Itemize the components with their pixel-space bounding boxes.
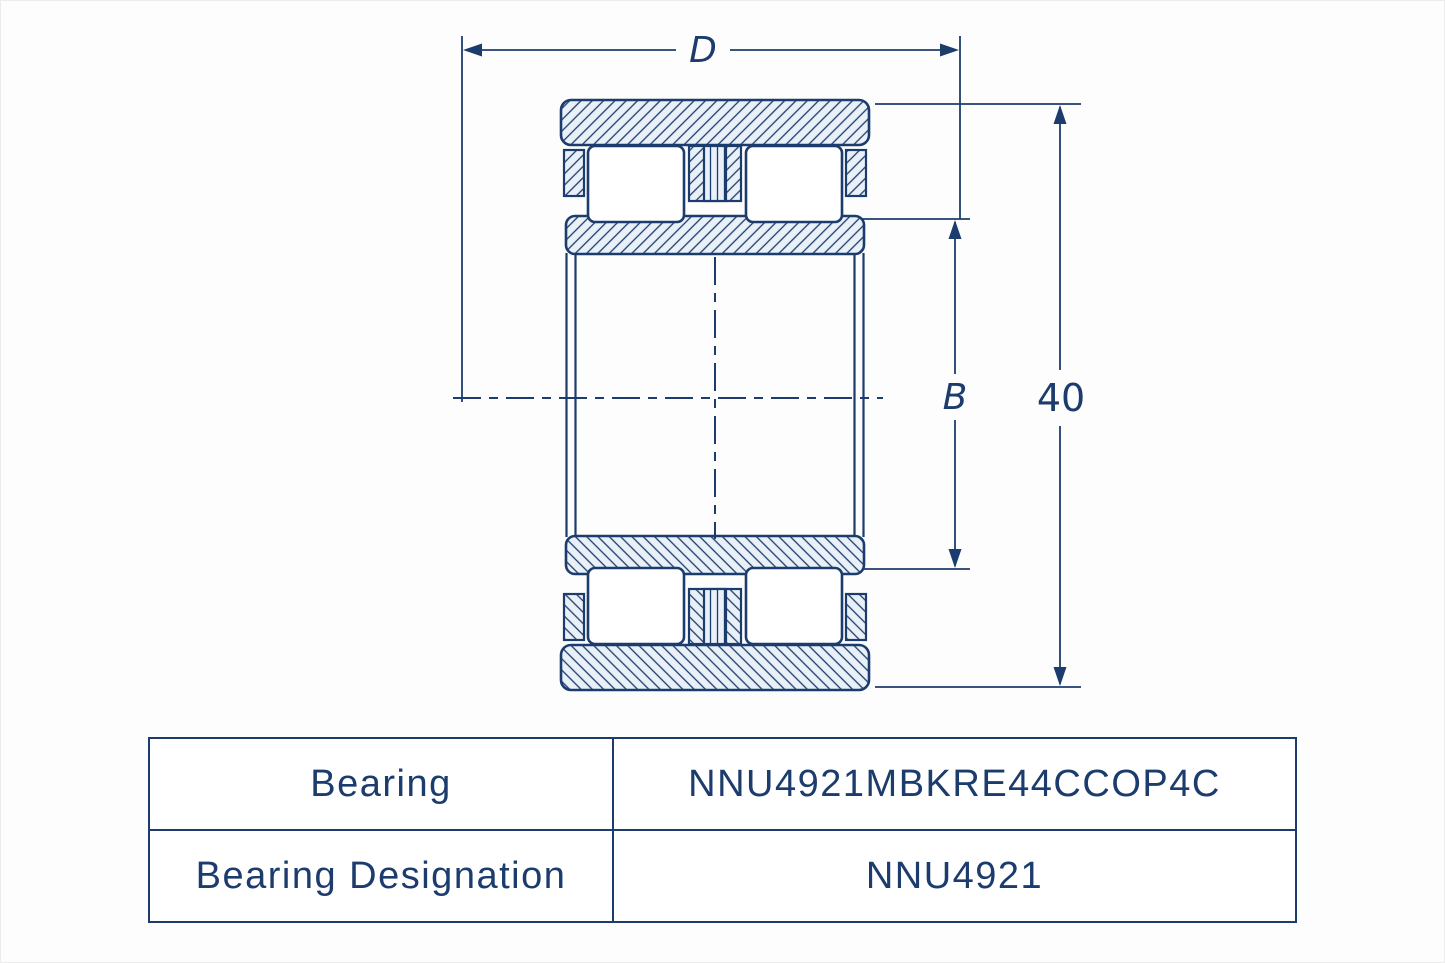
bearing-bottom-half [559,534,871,692]
dim-label-outer-diameter: D [689,30,717,71]
spec-table: Bearing NNU4921MBKRE44CCOP4C Bearing Des… [148,737,1297,923]
dimension-overall-width: 40 [875,103,1085,688]
dim-label-inner-width: B [943,377,968,418]
bearing-designation-label-cell: Bearing Designation [195,854,567,897]
inner-ring-walls [565,253,865,537]
spec-table-row: Bearing NNU4921MBKRE44CCOP4C [150,739,1295,829]
dimension-outer-diameter: D [461,30,961,402]
dim-arrow-up [948,220,962,239]
bearing-label-cell: Bearing [310,762,452,805]
dim-arrow-down [1053,667,1067,686]
dim-label-overall-width: 40 [1037,376,1085,420]
bearing-designation-value-cell: NNU4921 [612,831,1295,921]
dim-arrow-right [940,43,959,57]
spec-table-row: Bearing Designation NNU4921 [150,829,1295,921]
dimension-inner-width: B [862,218,970,570]
dim-arrow-up [1053,105,1067,124]
bearing-value-cell: NNU4921MBKRE44CCOP4C [612,739,1295,829]
dim-arrow-down [948,549,962,568]
dim-arrow-left [463,43,482,57]
bearing-top-half [559,98,871,256]
